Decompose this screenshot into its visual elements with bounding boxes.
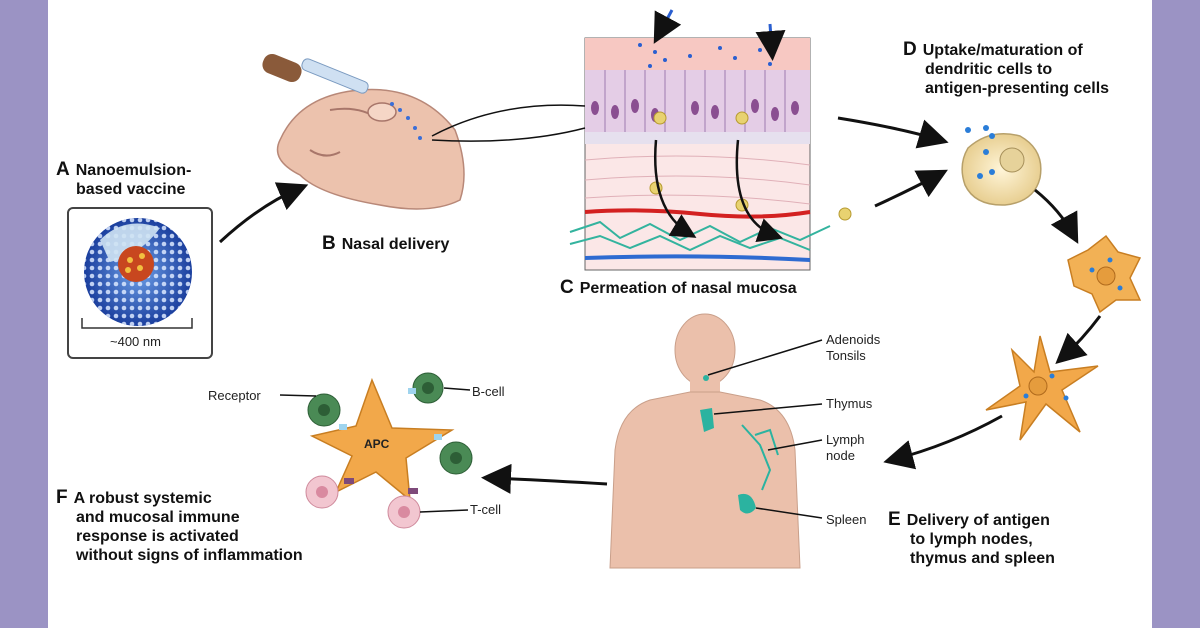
dendritic-cell-round	[961, 125, 1042, 206]
label-f-line4: without signs of inflammation	[76, 547, 303, 564]
tcell-label: T-cell	[470, 502, 502, 517]
label-f-line1: A robust systemic	[73, 490, 212, 507]
thymus-label: Thymus	[826, 396, 873, 411]
lymph-label-line1: Lymph	[826, 432, 865, 447]
label-d-line2: dendritic cells to	[925, 61, 1053, 78]
label-e-letter: E	[888, 509, 901, 530]
label-f-line2: and mucosal immune	[76, 509, 240, 526]
label-c-letter: C	[560, 277, 574, 298]
label-c: C Permeation of nasal mucosa	[560, 278, 797, 298]
label-f-letter: F	[56, 487, 68, 508]
label-d: D Uptake/maturation of dendritic cells to…	[903, 40, 1109, 98]
label-e: E Delivery of antigen to lymph nodes, thy…	[888, 510, 1055, 568]
bcell-label: B-cell	[472, 384, 505, 399]
tonsils-label: Tonsils	[826, 348, 866, 363]
lymph-label-line2: node	[826, 448, 855, 463]
mucosa-section-illustration	[569, 9, 852, 271]
label-a-letter: A	[56, 159, 70, 180]
adenoids-label: Adenoids	[826, 332, 881, 347]
label-e-line1: Delivery of antigen	[906, 512, 1050, 529]
immune-cell-cluster	[305, 372, 473, 529]
spleen-label: Spleen	[826, 512, 867, 527]
lymph-node-label: Lymph node	[826, 432, 865, 464]
connector-lines	[279, 104, 823, 519]
label-e-line2: to lymph nodes,	[910, 531, 1033, 548]
label-f-line3: response is activated	[76, 528, 239, 545]
adenoids-tonsils-label: Adenoids Tonsils	[826, 332, 880, 364]
label-c-text: Permeation of nasal mucosa	[579, 280, 797, 297]
label-d-line3: antigen-presenting cells	[925, 80, 1110, 97]
process-arrows	[218, 116, 1102, 494]
dendritic-cell-maturing	[1067, 234, 1142, 314]
human-body-illustration	[609, 313, 801, 569]
label-b: B Nasal delivery	[322, 234, 449, 254]
label-d-line1: Uptake/maturation of	[922, 42, 1083, 59]
label-a-line1: Nanoemulsion-	[75, 162, 192, 179]
label-b-text: Nasal delivery	[341, 236, 450, 253]
label-a: A Nanoemulsion- based vaccine	[56, 160, 191, 199]
nasal-delivery-illustration	[262, 53, 465, 210]
label-f: F A robust systemic and mucosal immune re…	[56, 488, 303, 565]
label-e-line3: thymus and spleen	[910, 550, 1055, 567]
label-d-letter: D	[903, 39, 917, 60]
label-a-line2: based vaccine	[76, 181, 186, 198]
scale-label: ~400 nm	[110, 334, 161, 349]
apc-label: APC	[364, 437, 390, 451]
receptor-label: Receptor	[208, 388, 261, 403]
label-b-letter: B	[322, 233, 336, 254]
dendritic-cell-mature	[985, 335, 1099, 441]
